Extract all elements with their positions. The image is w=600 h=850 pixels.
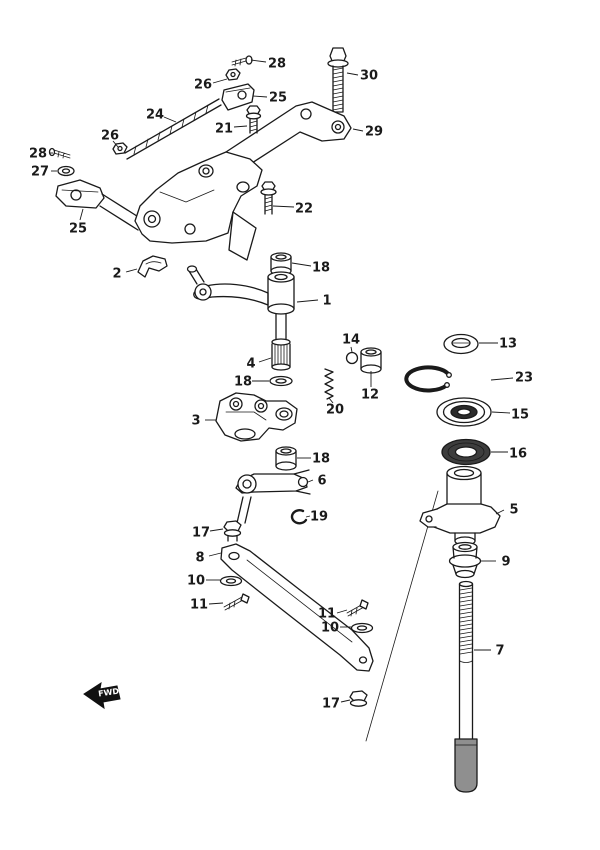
callout-label-22: 22 bbox=[295, 202, 313, 217]
callout-label-30: 30 bbox=[360, 69, 378, 84]
callout-label-2: 2 bbox=[112, 267, 121, 282]
leader-line-18 bbox=[291, 262, 312, 267]
part-13-cap bbox=[443, 333, 479, 355]
part-8-connecting-arm bbox=[220, 543, 374, 672]
part-5-clutch-housing bbox=[365, 465, 501, 742]
fwd-arrow-icon bbox=[83, 681, 121, 710]
callout-label-25: 25 bbox=[269, 91, 287, 106]
leader-line-26 bbox=[212, 78, 228, 84]
part-19-clip bbox=[290, 509, 308, 525]
leader-line-8 bbox=[208, 552, 222, 557]
callout-label-11: 11 bbox=[190, 598, 208, 613]
part-16-seal bbox=[441, 438, 491, 466]
callout-label-26: 26 bbox=[101, 129, 119, 144]
callout-label-21: 21 bbox=[215, 122, 233, 137]
callout-label-18: 18 bbox=[312, 261, 330, 276]
part-3-cam bbox=[215, 392, 298, 442]
part-21-bolt bbox=[245, 105, 262, 134]
callout-label-16: 16 bbox=[509, 447, 527, 462]
fwd-indicator: FWD bbox=[83, 681, 121, 710]
leader-line-26 bbox=[112, 140, 119, 148]
callout-label-5: 5 bbox=[509, 503, 518, 518]
callout-label-4: 4 bbox=[246, 357, 255, 372]
leader-line-23 bbox=[490, 377, 514, 381]
callout-label-28: 28 bbox=[29, 147, 47, 162]
part-12-bushing bbox=[360, 347, 382, 374]
callout-label-29: 29 bbox=[365, 125, 383, 140]
leader-line-17 bbox=[209, 528, 224, 532]
callout-label-24: 24 bbox=[146, 108, 164, 123]
part-17-nut-upper bbox=[223, 520, 242, 542]
part-14-ball bbox=[345, 351, 359, 365]
callout-label-18: 18 bbox=[312, 452, 330, 467]
callout-label-11: 11 bbox=[318, 607, 336, 622]
part-23-snap-ring bbox=[404, 365, 452, 393]
part-2-clamp bbox=[137, 255, 168, 278]
leader-line-2 bbox=[125, 268, 138, 273]
part-11-screw-right bbox=[346, 599, 369, 617]
diagram-artwork bbox=[48, 47, 501, 793]
callout-label-10: 10 bbox=[321, 621, 339, 636]
part-22-bolt bbox=[260, 181, 277, 215]
leader-line-14 bbox=[350, 346, 353, 353]
callout-label-20: 20 bbox=[326, 403, 344, 418]
fwd-label: FWD bbox=[98, 687, 120, 699]
part-6-shift-arm bbox=[235, 469, 311, 524]
part-10-washer-right bbox=[350, 622, 374, 634]
callout-label-26: 26 bbox=[194, 78, 212, 93]
part-9-bushing bbox=[448, 541, 482, 579]
callout-label-3: 3 bbox=[191, 414, 200, 429]
leader-line-24 bbox=[163, 116, 177, 123]
callout-label-15: 15 bbox=[511, 408, 529, 423]
callout-layer: 28 26 25 30 24 21 29 26 28 27 22 25 2 18 1 14 4 13 18 12 23 2… bbox=[29, 57, 533, 712]
part-15-bearing bbox=[436, 397, 492, 427]
part-11-screw-left bbox=[223, 593, 250, 611]
leader-line-30 bbox=[346, 72, 359, 76]
part-10-washer-left bbox=[219, 575, 243, 587]
callout-label-27: 27 bbox=[31, 165, 49, 180]
callout-label-18: 18 bbox=[234, 375, 252, 390]
callout-label-8: 8 bbox=[195, 551, 204, 566]
leader-line-28 bbox=[250, 59, 267, 63]
callout-label-7: 7 bbox=[495, 644, 504, 659]
callout-label-17: 17 bbox=[192, 526, 210, 541]
leader-line-29 bbox=[352, 128, 364, 132]
part-29-clutch-bracket bbox=[134, 101, 352, 261]
leader-line-19 bbox=[305, 515, 311, 518]
leader-line-11 bbox=[336, 609, 348, 614]
leader-line-4 bbox=[258, 357, 272, 363]
part-7-clutch-rod bbox=[454, 580, 478, 793]
callout-label-10: 10 bbox=[187, 574, 205, 589]
leader-line-20 bbox=[328, 397, 334, 404]
part-30-flange-bolt bbox=[327, 47, 349, 113]
leader-line-11 bbox=[208, 602, 224, 605]
leader-line-22 bbox=[272, 205, 295, 208]
callout-label-17: 17 bbox=[322, 697, 340, 712]
callout-label-14: 14 bbox=[342, 333, 360, 348]
leader-line-6 bbox=[307, 479, 314, 483]
leader-line-5 bbox=[495, 509, 505, 515]
leader-line-15 bbox=[491, 411, 511, 414]
leader-line-1 bbox=[296, 299, 319, 303]
leader-line-21 bbox=[233, 125, 248, 128]
callout-label-19: 19 bbox=[310, 510, 328, 525]
part-18-sleeve-lower bbox=[275, 446, 297, 471]
leader-line-25 bbox=[79, 208, 84, 221]
callout-label-9: 9 bbox=[501, 555, 510, 570]
part-24-tie-rod-assembly bbox=[48, 55, 255, 231]
callout-label-1: 1 bbox=[322, 294, 331, 309]
callout-label-6: 6 bbox=[317, 474, 326, 489]
part-17-nut-lower bbox=[349, 690, 368, 707]
callout-label-13: 13 bbox=[499, 337, 517, 352]
leader-line-25 bbox=[252, 95, 268, 98]
callout-label-28: 28 bbox=[268, 57, 286, 72]
callout-label-12: 12 bbox=[361, 388, 379, 403]
leader-line-17 bbox=[340, 699, 351, 703]
part-1-clutch-lever-assembly bbox=[186, 252, 295, 387]
callout-label-25: 25 bbox=[69, 222, 87, 237]
callout-label-23: 23 bbox=[515, 371, 533, 386]
part-20-spring bbox=[324, 368, 334, 400]
